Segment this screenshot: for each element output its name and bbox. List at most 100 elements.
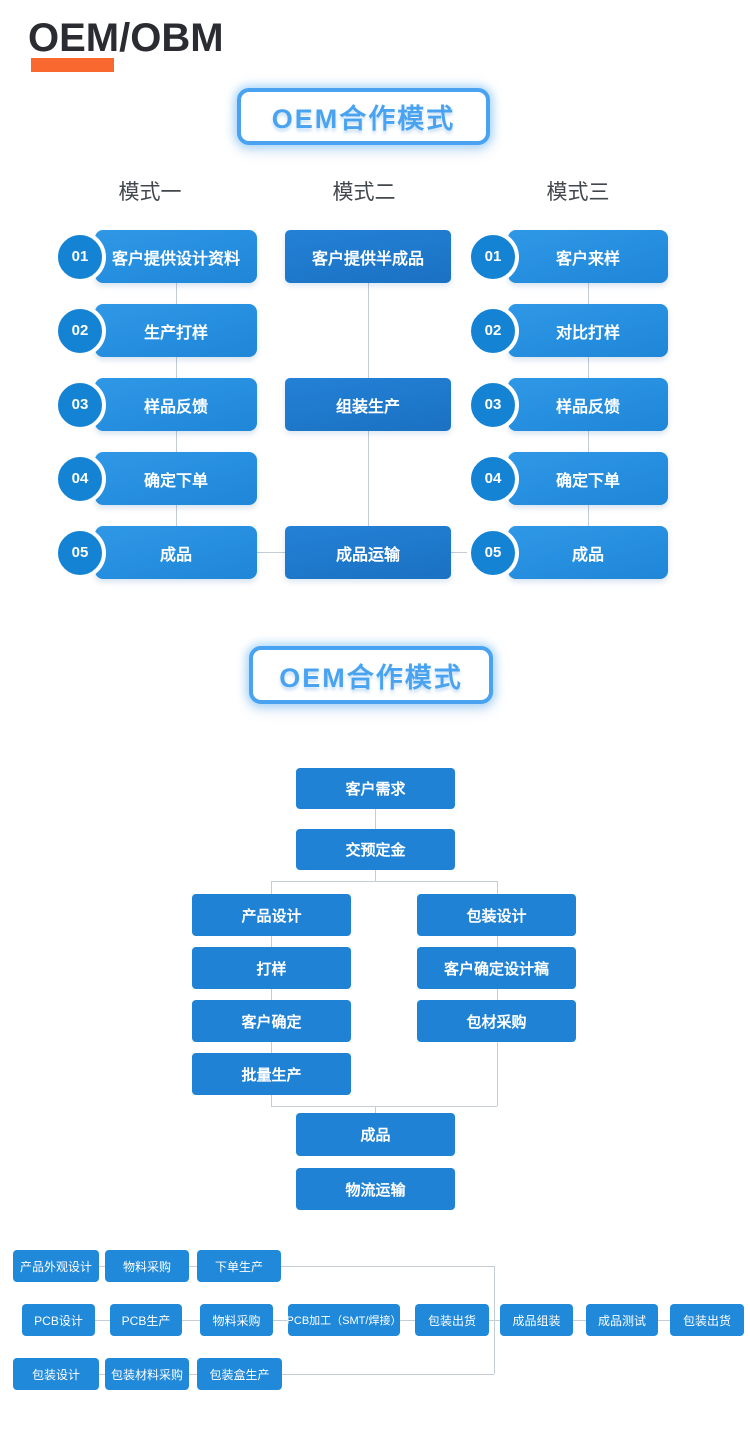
step-box: 确定下单 [508, 452, 668, 505]
box-label: 物料采购 [122, 1259, 171, 1274]
box-label: PCB生产 [121, 1313, 171, 1328]
connector-line [588, 505, 589, 526]
mode3-step-5: 成品 05 [467, 526, 668, 579]
step-label: 样品反馈 [555, 398, 620, 416]
box-label: 批量生产 [241, 1066, 302, 1084]
box-label: 包装盒生产 [209, 1367, 270, 1382]
box-label: PCB设计 [34, 1313, 83, 1328]
step-number-badge: 03 [54, 378, 106, 431]
box-label: 客户确定 [241, 1013, 302, 1031]
mode2-box-2: 组装生产 [285, 378, 451, 431]
step-box: 成品 [508, 526, 668, 579]
step-box: 成品 [95, 526, 257, 579]
process-node-pcb-production: PCB生产 [110, 1304, 182, 1336]
flow-node-confirm-design-draft: 客户确定设计稿 [417, 947, 576, 989]
step-box: 生产打样 [95, 304, 257, 357]
box-label: 客户提供半成品 [311, 250, 424, 268]
mode1-step-5: 成品 05 [54, 526, 257, 579]
connector-line [400, 1320, 415, 1321]
step-label: 成品 [571, 546, 604, 564]
connector-line [497, 1042, 498, 1106]
banner-oem-mode-1: OEM合作模式 [237, 88, 490, 145]
step-number: 03 [484, 396, 502, 413]
mode3-header: 模式三 [546, 181, 610, 204]
connector-line [497, 989, 498, 1000]
connector-line [497, 881, 498, 894]
connector-line [494, 1266, 495, 1374]
connector-line [99, 1374, 105, 1375]
connector-line [573, 1320, 586, 1321]
connector-line [451, 552, 467, 553]
box-label: PCB加工（SMT/焊接） [286, 1315, 402, 1327]
box-label: 包材采购 [466, 1013, 527, 1031]
connector-line [368, 283, 369, 378]
box-label: 产品外观设计 [19, 1259, 92, 1274]
step-box: 客户来样 [508, 230, 668, 283]
step-number: 04 [484, 470, 502, 487]
box-label: 包装出货 [427, 1313, 476, 1328]
connector-line [271, 1042, 272, 1053]
step-number: 01 [71, 248, 89, 265]
connector-line [182, 1320, 200, 1321]
box-label: 产品设计 [241, 907, 302, 925]
step-number: 02 [71, 322, 89, 339]
connector-line [281, 1266, 494, 1267]
flow-node-deposit: 交预定金 [296, 829, 455, 870]
box-label: 客户确定设计稿 [443, 960, 549, 978]
step-box: 样品反馈 [95, 378, 257, 431]
mode2-header: 模式二 [332, 181, 396, 204]
flow-node-customer-demand: 客户需求 [296, 768, 455, 809]
step-label: 样品反馈 [143, 398, 208, 416]
process-node-material-purchase-2: 物料采购 [200, 1304, 273, 1336]
connector-line [189, 1374, 197, 1375]
step-number: 02 [484, 322, 502, 339]
step-label: 客户来样 [555, 250, 620, 268]
connector-line [658, 1320, 670, 1321]
connector-line [375, 1106, 376, 1113]
process-node-package-material-purchase: 包装材料采购 [105, 1358, 189, 1390]
step-number-badge: 05 [467, 526, 519, 579]
connector-line [588, 431, 589, 452]
connector-line [271, 881, 497, 882]
flow-node-package-design: 包装设计 [417, 894, 576, 936]
step-number: 05 [71, 544, 89, 561]
box-label: 成品 [360, 1127, 391, 1144]
mode2-box-1: 客户提供半成品 [285, 230, 451, 283]
connector-line [282, 1374, 494, 1375]
connector-line [271, 936, 272, 947]
flow-node-package-material-purchase: 包材采购 [417, 1000, 576, 1042]
process-node-product-test: 成品测试 [586, 1304, 658, 1336]
step-number: 03 [71, 396, 89, 413]
step-label: 确定下单 [555, 472, 620, 490]
mode1-step-3: 样品反馈 03 [54, 378, 257, 431]
connector-line [176, 357, 177, 378]
connector-line [375, 870, 376, 881]
step-number-badge: 04 [54, 452, 106, 505]
step-number-badge: 04 [467, 452, 519, 505]
process-node-appearance-design: 产品外观设计 [13, 1250, 99, 1282]
process-node-product-assembly: 成品组装 [500, 1304, 573, 1336]
box-label: 成品组装 [512, 1313, 561, 1328]
step-box: 样品反馈 [508, 378, 668, 431]
mode1-step-2: 生产打样 02 [54, 304, 257, 357]
step-number: 05 [484, 544, 502, 561]
connector-line [588, 283, 589, 304]
box-label: 包装设计 [466, 907, 527, 925]
mode3-step-4: 确定下单 04 [467, 452, 668, 505]
banner-label: OEM合作模式 [271, 104, 456, 134]
connector-line [271, 881, 272, 894]
step-box: 客户提供设计资料 [95, 230, 257, 283]
box-label: 包装出货 [682, 1313, 731, 1328]
step-label: 确定下单 [143, 472, 208, 490]
flow-node-customer-confirm: 客户确定 [192, 1000, 351, 1042]
connector-line [588, 357, 589, 378]
box-label: 成品测试 [597, 1313, 646, 1328]
box-label: 打样 [256, 960, 287, 978]
step-number: 04 [71, 470, 89, 487]
step-label: 成品 [159, 546, 192, 564]
connector-line [271, 1095, 272, 1106]
connector-line [257, 552, 285, 553]
step-number-badge: 02 [467, 304, 519, 357]
mode3-step-3: 样品反馈 03 [467, 378, 668, 431]
